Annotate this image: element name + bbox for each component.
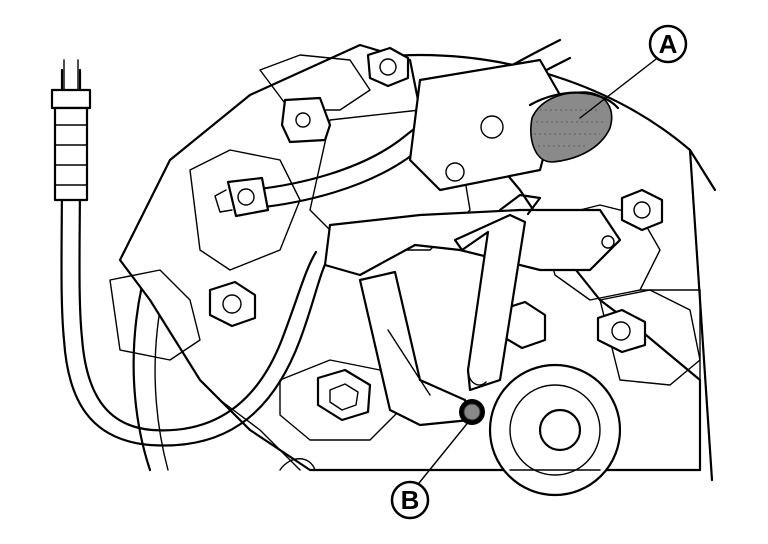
bleeder-screw bbox=[280, 96, 332, 144]
bolt-right-upper bbox=[620, 188, 664, 232]
bolts bbox=[208, 46, 664, 422]
bolt-center-lower bbox=[316, 368, 372, 422]
callout-b-label: B bbox=[401, 485, 420, 515]
callout-a-label: A bbox=[659, 29, 678, 59]
leader-line-b bbox=[414, 419, 471, 489]
bolt-right-lower bbox=[596, 308, 647, 354]
callout-b-circle bbox=[390, 480, 430, 520]
callout-b: B bbox=[390, 480, 430, 520]
bolt-left-lower bbox=[208, 280, 257, 328]
caliper-body bbox=[109, 43, 702, 472]
piston-boss bbox=[488, 363, 622, 497]
callout-a-circle bbox=[648, 24, 688, 64]
leader-line-a bbox=[579, 55, 661, 119]
brake-hose bbox=[50, 59, 332, 447]
hose-bracket bbox=[323, 193, 622, 427]
bolt-top bbox=[366, 46, 410, 88]
callout-a: A bbox=[648, 24, 688, 64]
leader-lines bbox=[414, 55, 661, 489]
shaded-point-b bbox=[459, 399, 485, 425]
mounting-plate bbox=[408, 58, 562, 192]
